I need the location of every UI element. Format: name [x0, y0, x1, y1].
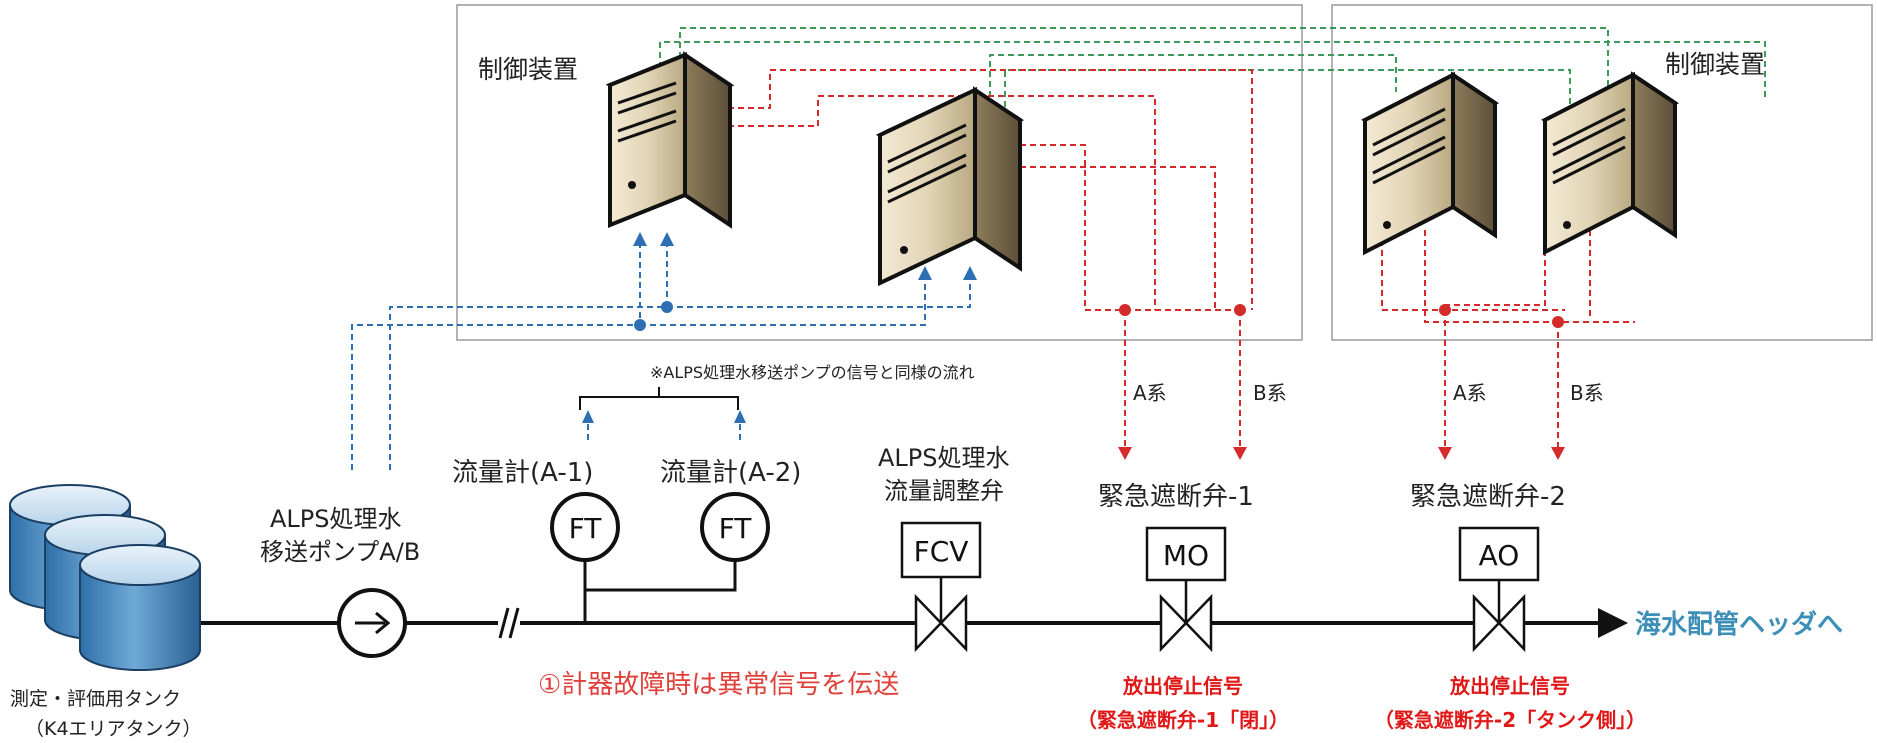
tank-label-2: （K4エリアタンク） [25, 718, 202, 740]
fcv-label-2: 流量調整弁 [884, 477, 1004, 505]
fcv-label-1: ALPS処理水 [878, 444, 1010, 472]
valve2-signal-2: （緊急遮断弁-2「タンク側」） [1374, 708, 1646, 732]
valve2-text: AO [1479, 539, 1520, 572]
valve2-system-a: A系 [1453, 381, 1487, 405]
valve1-system-b: B系 [1253, 381, 1287, 405]
pipe-break-mark [498, 607, 520, 639]
valve1-icon [1145, 526, 1227, 653]
valve2-icon [1458, 526, 1540, 653]
control-left-label: 制御装置 [478, 55, 578, 84]
control-box-right [1331, 4, 1873, 341]
valve1-signal-2: （緊急遮断弁-1「閉」） [1077, 708, 1289, 732]
server-cabinet-1 [605, 51, 735, 229]
flowmeter-2-symbol [700, 492, 770, 562]
blue-signal-lines [351, 238, 971, 470]
valve2-signal-1: 放出停止信号 [1449, 674, 1570, 698]
fcv-valve-icon [900, 521, 982, 653]
red-signal-lines [728, 69, 1635, 455]
valve2-label: 緊急遮断弁-2 [1410, 482, 1566, 512]
valve1-text: MO [1163, 539, 1209, 572]
fault-message: ①計器故障時は異常信号を伝送 [538, 670, 899, 700]
flowmeter-1-symbol [550, 492, 620, 562]
flowmeter-1-text: FT [569, 512, 603, 545]
pump-icon [337, 588, 407, 658]
header-destination: 海水配管ヘッダへ [1635, 609, 1843, 640]
server-cabinet-3 [1361, 71, 1499, 256]
valve2-system-b: B系 [1570, 381, 1604, 405]
server-cabinet-2 [875, 86, 1025, 287]
valve1-signal-1: 放出停止信号 [1122, 674, 1243, 698]
flowmeter-2-text: FT [719, 512, 753, 545]
pump-label-2: 移送ポンプA/B [260, 538, 420, 566]
red-junctions [1118, 304, 1565, 460]
blue-junctions [582, 232, 977, 423]
fcv-text: FCV [914, 535, 969, 568]
tank-icon [9, 484, 201, 671]
pump-label-1: ALPS処理水 [270, 505, 402, 533]
tank-label-1: 測定・評価用タンク [10, 688, 181, 710]
server-cabinet-4 [1541, 71, 1679, 256]
valve1-system-a: A系 [1133, 381, 1167, 405]
control-right-label: 制御装置 [1665, 50, 1765, 79]
flow-arrow-icon [1598, 608, 1628, 638]
valve1-label: 緊急遮断弁-1 [1098, 482, 1254, 512]
note-bracket [579, 387, 739, 410]
control-box-left [456, 4, 1303, 341]
flowmeter-1-label: 流量計(A-1) [452, 458, 593, 488]
flowmeter-2-label: 流量計(A-2) [660, 458, 801, 488]
flowmeter-branch [583, 558, 737, 623]
note-text: ※ALPS処理水移送ポンプの信号と同様の流れ [650, 363, 975, 382]
